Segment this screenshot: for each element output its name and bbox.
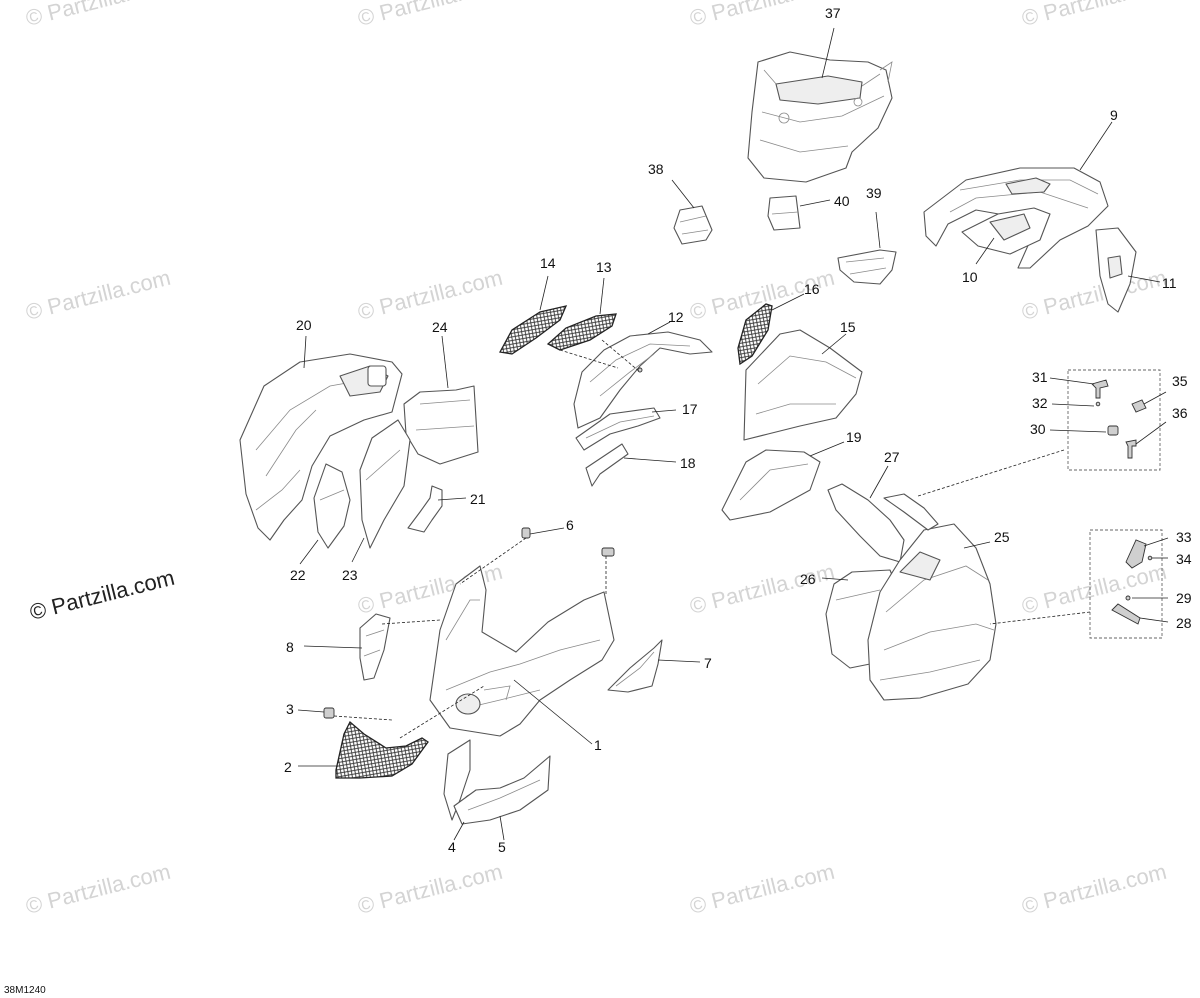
callout-12: 12 bbox=[668, 309, 684, 325]
part-18 bbox=[585, 443, 629, 487]
part-6-fasteners bbox=[521, 527, 615, 557]
watermark: © Partzilla.com bbox=[1019, 559, 1169, 619]
watermark: © Partzilla.com bbox=[1019, 0, 1169, 31]
callout-21: 21 bbox=[470, 491, 486, 507]
callout-32: 32 bbox=[1032, 395, 1048, 411]
part-8 bbox=[359, 613, 391, 681]
watermark: © Partzilla.com bbox=[355, 859, 505, 919]
callout-28: 28 bbox=[1176, 615, 1192, 631]
part-11 bbox=[1095, 227, 1137, 313]
callout-34: 34 bbox=[1176, 551, 1192, 567]
callout-31: 31 bbox=[1032, 369, 1048, 385]
callout-2: 2 bbox=[284, 759, 292, 775]
watermark: © Partzilla.com bbox=[23, 265, 173, 325]
watermark: © Partzilla.com bbox=[687, 559, 837, 619]
part-27 bbox=[827, 483, 905, 563]
part-1-front-hood bbox=[429, 565, 615, 737]
callout-5: 5 bbox=[498, 839, 506, 855]
callout-labels: 37 9 38 40 39 10 11 14 13 12 16 15 17 18… bbox=[284, 5, 1192, 855]
callout-29: 29 bbox=[1176, 590, 1192, 606]
callout-14: 14 bbox=[540, 255, 556, 271]
callout-15: 15 bbox=[840, 319, 856, 335]
callout-25: 25 bbox=[994, 529, 1010, 545]
watermark: © Partzilla.com bbox=[687, 0, 837, 31]
part-7-trim bbox=[607, 639, 663, 693]
hardware-group-lower bbox=[1089, 529, 1163, 639]
watermark: © Partzilla.com bbox=[355, 265, 505, 325]
watermark: © Partzilla.com bbox=[1019, 859, 1169, 919]
part-17 bbox=[575, 407, 661, 451]
hardware-group-upper bbox=[1067, 369, 1161, 471]
callout-1: 1 bbox=[594, 737, 602, 753]
part-22 bbox=[313, 463, 351, 549]
part-39 bbox=[837, 249, 897, 285]
callout-33: 33 bbox=[1176, 529, 1192, 545]
watermark: © Partzilla.com bbox=[23, 0, 173, 31]
callout-6: 6 bbox=[566, 517, 574, 533]
callout-36: 36 bbox=[1172, 405, 1188, 421]
callout-16: 16 bbox=[804, 281, 820, 297]
part-40 bbox=[767, 195, 801, 231]
part-5-lower-nose bbox=[453, 755, 551, 825]
watermark-group: © Partzilla.com © Partzilla.com © Partzi… bbox=[23, 0, 1169, 919]
watermark: © Partzilla.com bbox=[1019, 265, 1169, 325]
watermark: © Partzilla.com bbox=[23, 859, 173, 919]
watermark: © Partzilla.com bbox=[687, 859, 837, 919]
callout-8: 8 bbox=[286, 639, 294, 655]
callout-11: 11 bbox=[1162, 275, 1177, 291]
callout-40: 40 bbox=[834, 193, 850, 209]
part-12-upper-panel bbox=[573, 331, 713, 429]
leader-lines bbox=[297, 27, 1169, 841]
part-37-headlight-housing bbox=[747, 51, 893, 183]
part-38 bbox=[673, 205, 713, 245]
part-19 bbox=[721, 449, 821, 521]
callout-22: 22 bbox=[290, 567, 306, 583]
callout-23: 23 bbox=[342, 567, 358, 583]
callout-30: 30 bbox=[1030, 421, 1046, 437]
callout-39: 39 bbox=[866, 185, 882, 201]
watermark: © Partzilla.com bbox=[355, 0, 505, 31]
part-24 bbox=[403, 385, 479, 465]
part-25-right-side-panel bbox=[867, 493, 997, 701]
callout-37: 37 bbox=[825, 5, 841, 21]
watermark-main: © Partzilla.com bbox=[27, 565, 177, 625]
callout-10: 10 bbox=[962, 269, 978, 285]
callout-19: 19 bbox=[846, 429, 862, 445]
callout-20: 20 bbox=[296, 317, 312, 333]
callout-7: 7 bbox=[704, 655, 712, 671]
callout-9: 9 bbox=[1110, 107, 1118, 123]
callout-27: 27 bbox=[884, 449, 900, 465]
part-16-mesh-screen bbox=[737, 303, 773, 366]
callout-4: 4 bbox=[448, 839, 456, 855]
callout-35: 35 bbox=[1172, 373, 1188, 389]
part-23 bbox=[359, 419, 411, 549]
callout-17: 17 bbox=[682, 401, 698, 417]
part-15-side-panel bbox=[743, 329, 863, 441]
callout-38: 38 bbox=[648, 161, 664, 177]
callout-24: 24 bbox=[432, 319, 448, 335]
callout-13: 13 bbox=[596, 259, 612, 275]
part-20-left-side-panel bbox=[239, 353, 403, 541]
part-13-mesh-screen bbox=[546, 313, 617, 351]
part-14-mesh-screen bbox=[498, 305, 568, 355]
part-2-grille bbox=[335, 720, 429, 779]
part-3-fastener bbox=[323, 707, 335, 719]
callout-18: 18 bbox=[680, 455, 696, 471]
diagram-code: 38M1240 bbox=[4, 985, 46, 996]
part-21-bracket bbox=[407, 485, 443, 533]
callout-3: 3 bbox=[286, 701, 294, 717]
part-10 bbox=[961, 207, 1051, 255]
assembly-lines bbox=[333, 339, 1091, 739]
callout-26: 26 bbox=[800, 571, 816, 587]
